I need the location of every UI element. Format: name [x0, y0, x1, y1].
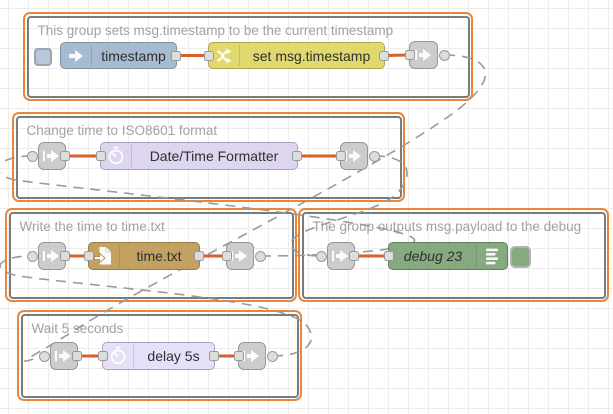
- port-in[interactable]: [26, 250, 38, 262]
- port-out[interactable]: [72, 351, 82, 361]
- node-linkout3[interactable]: [222, 242, 266, 270]
- port-in[interactable]: [384, 251, 394, 261]
- file-arrow-icon: [89, 243, 119, 269]
- node-change[interactable]: set msg.timestamp: [204, 42, 389, 69]
- stopwatch-icon: [101, 143, 131, 169]
- port-out[interactable]: [254, 250, 266, 262]
- group-label: Write the time to time.txt: [19, 218, 165, 234]
- node-debug[interactable]: debug 23: [384, 242, 531, 270]
- debug-toggle-button[interactable]: [510, 245, 531, 268]
- port-in[interactable]: [96, 151, 106, 161]
- node-label: delay 5s: [147, 348, 200, 364]
- port-in[interactable]: [38, 350, 50, 362]
- port-out[interactable]: [60, 251, 70, 261]
- icon-separator: [91, 45, 92, 66]
- node-label: timestamp: [101, 47, 166, 64]
- node-delay[interactable]: delay 5s: [98, 342, 219, 370]
- node-linkout5[interactable]: [234, 342, 278, 370]
- node-formatter[interactable]: Date/Time Formatter: [96, 142, 302, 170]
- node-inject[interactable]: timestamp: [34, 42, 181, 69]
- link-wire-linkout1-linkin5[interactable]: [24, 54, 487, 362]
- stopwatch-icon: [103, 343, 133, 369]
- node-label: Date/Time Formatter: [149, 148, 279, 164]
- link-wire-linkout3-linkin2[interactable]: [0, 155, 416, 257]
- node-file[interactable]: time.txt: [84, 242, 204, 270]
- port-in[interactable]: [222, 251, 232, 261]
- debug-lines-icon: [477, 243, 507, 269]
- link-wire-linkout5-linkin3[interactable]: [0, 255, 313, 357]
- port-in[interactable]: [234, 351, 244, 361]
- port-out[interactable]: [292, 151, 302, 161]
- icon-separator: [476, 245, 477, 267]
- link-arrow-icon: [239, 343, 265, 369]
- port-out[interactable]: [209, 351, 219, 361]
- link-wire-linkout2-linkin4[interactable]: [290, 155, 408, 257]
- port-out[interactable]: [194, 251, 204, 261]
- node-linkin3[interactable]: [26, 242, 70, 270]
- port-out[interactable]: [171, 50, 181, 61]
- link-arrow-icon: [410, 42, 437, 68]
- group-border: Change time to ISO8601 format: [15, 115, 402, 199]
- node-linkin2[interactable]: [26, 142, 70, 170]
- change-shuffle-icon: [209, 43, 239, 68]
- port-in[interactable]: [98, 351, 108, 361]
- link-arrow-icon: [328, 243, 354, 269]
- port-in[interactable]: [26, 150, 38, 162]
- port-out[interactable]: [349, 251, 359, 261]
- inject-arrow-icon: [61, 43, 91, 68]
- link-arrow-icon: [39, 143, 65, 169]
- node-label: time.txt: [136, 248, 182, 264]
- link-arrow-icon: [39, 243, 65, 269]
- port-in[interactable]: [204, 50, 214, 61]
- port-out[interactable]: [368, 150, 380, 162]
- group-g3[interactable]: Write the time to time.txt: [5, 208, 297, 302]
- icon-separator: [133, 345, 134, 367]
- port-in[interactable]: [84, 251, 94, 261]
- group-border: This group sets msg.timestamp to be the …: [26, 15, 470, 98]
- port-in[interactable]: [336, 151, 346, 161]
- group-label: This group sets msg.timestamp to be the …: [37, 22, 394, 38]
- node-linkout1[interactable]: [405, 41, 450, 69]
- node-linkout2[interactable]: [336, 142, 380, 170]
- port-in[interactable]: [315, 250, 327, 262]
- port-in[interactable]: [405, 50, 415, 60]
- group-label: Change time to ISO8601 format: [26, 122, 218, 138]
- node-label: set msg.timestamp: [252, 47, 371, 64]
- group-g1[interactable]: This group sets msg.timestamp to be the …: [23, 12, 473, 101]
- inject-button[interactable]: [34, 47, 52, 66]
- port-out[interactable]: [60, 151, 70, 161]
- node-linkin4[interactable]: [315, 242, 359, 270]
- group-g4[interactable]: The group outputs msg.payload to the deb…: [298, 208, 609, 302]
- port-out[interactable]: [266, 350, 278, 362]
- icon-separator: [131, 145, 132, 167]
- link-arrow-icon: [227, 243, 253, 269]
- group-label: The group outputs msg.payload to the deb…: [312, 218, 582, 234]
- port-out[interactable]: [438, 49, 450, 61]
- group-border: Write the time to time.txt: [8, 211, 294, 299]
- link-arrow-icon: [51, 343, 77, 369]
- node-linkin5[interactable]: [38, 342, 82, 370]
- icon-separator: [119, 245, 120, 267]
- port-out[interactable]: [379, 50, 389, 61]
- group-g2[interactable]: Change time to ISO8601 format: [12, 112, 405, 202]
- icon-separator: [239, 45, 240, 66]
- link-arrow-icon: [341, 143, 367, 169]
- node-label: debug 23: [403, 248, 463, 264]
